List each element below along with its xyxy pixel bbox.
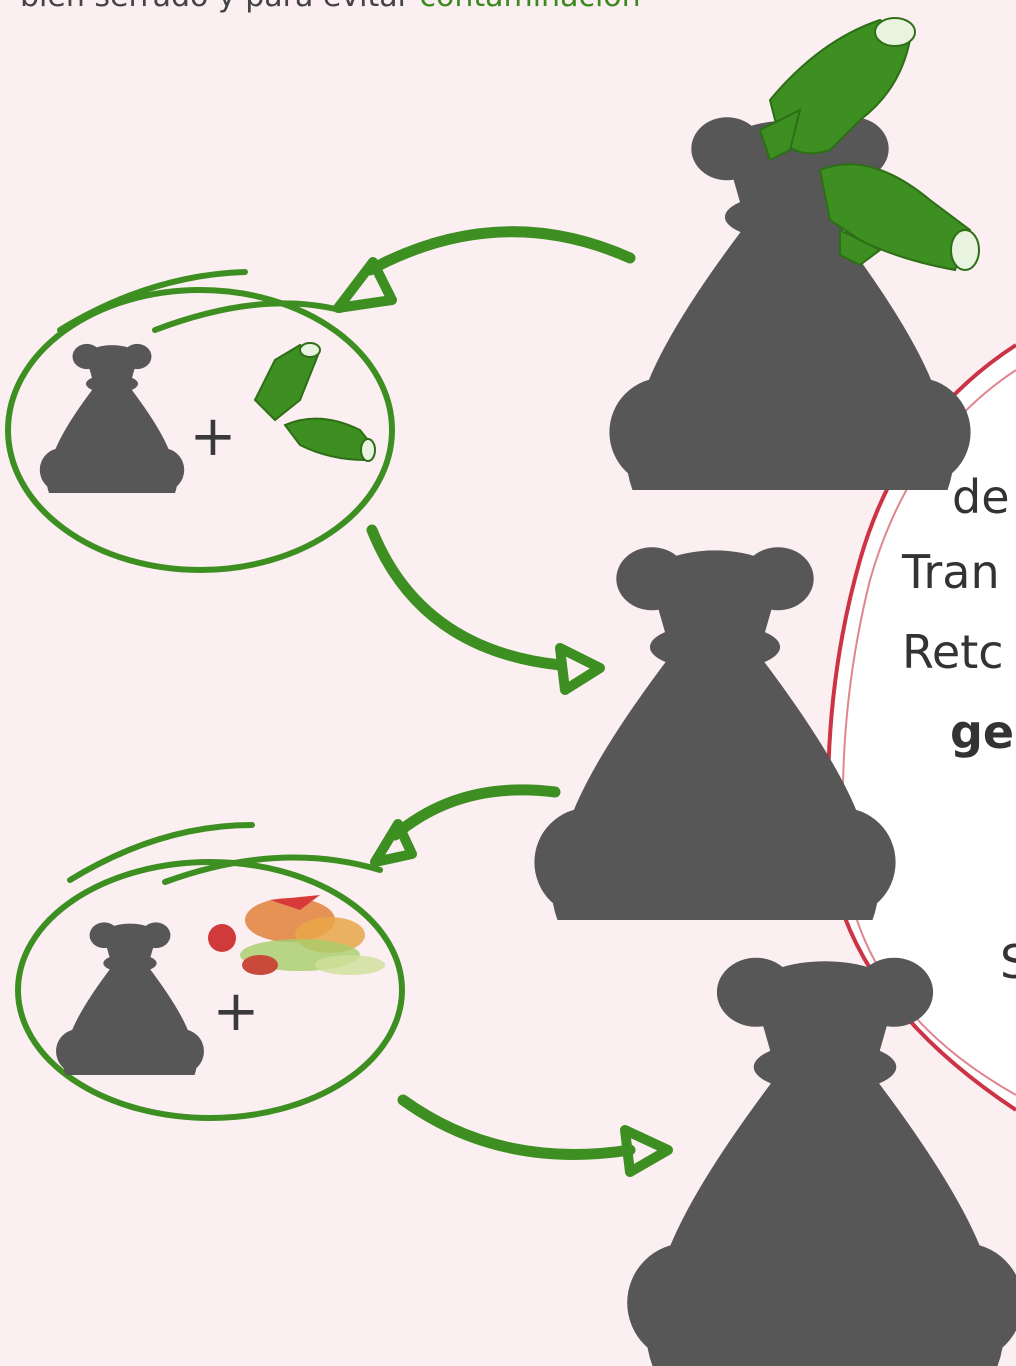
header-text: bien serrado y para evitar contaminación — [20, 0, 1000, 14]
plus-sign-top: + — [190, 404, 237, 469]
arrowhead-2 — [555, 643, 605, 695]
side-text-line1: de — [952, 470, 1010, 524]
plus-sign-bottom: + — [213, 979, 260, 1044]
side-text-line5: S — [1000, 935, 1016, 989]
arrow-left-to-middle — [366, 524, 566, 671]
side-text-line4: ge — [950, 705, 1015, 759]
bag-plus-food-circle — [15, 822, 405, 1121]
header-text-partial: bien serrado y para evitar — [20, 0, 410, 14]
arrowhead-4 — [620, 1125, 673, 1177]
arrowhead-3 — [370, 819, 417, 867]
small-bag-top — [39, 343, 185, 493]
arrow-middle-to-left — [389, 784, 561, 841]
arrow-top-to-left — [364, 226, 636, 276]
small-bag-bottom — [56, 922, 204, 1075]
side-text-line2: Tran — [902, 545, 1000, 599]
side-text-line3: Retc — [902, 625, 1004, 679]
food-scraps-icon — [208, 895, 385, 975]
arrow-left-to-bottom — [397, 1094, 636, 1160]
arrowhead-1 — [333, 257, 397, 313]
small-gloves-icon — [253, 342, 376, 462]
glove-icon — [758, 17, 980, 272]
header-text-green: contaminación — [419, 0, 640, 14]
bag-plus-gloves-circle — [5, 269, 395, 573]
large-bag-top — [609, 117, 971, 491]
